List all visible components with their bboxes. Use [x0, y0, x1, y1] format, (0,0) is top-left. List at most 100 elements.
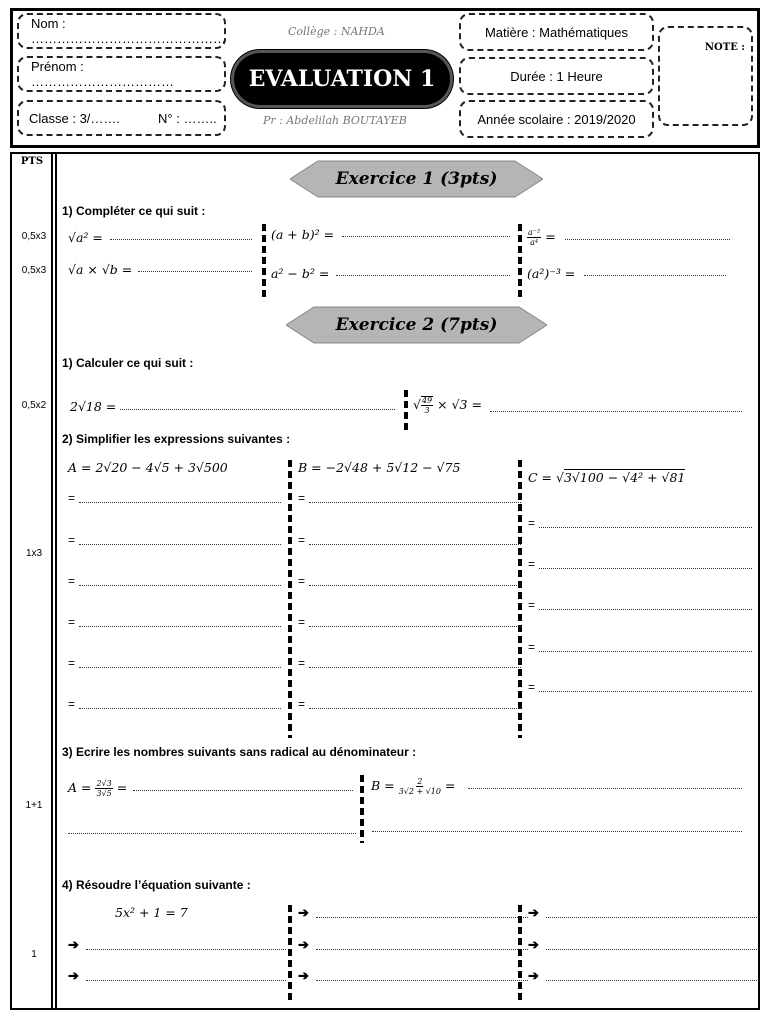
answer-line[interactable] [309, 625, 521, 627]
answer-line[interactable] [336, 274, 510, 276]
exprC-body: 3√100 − √4² + √81 [563, 469, 686, 485]
ex2-pts-q3: 1+1 [25, 800, 43, 811]
answer-line[interactable] [79, 707, 281, 709]
nom-label: Nom : ……………………………………… [31, 16, 226, 46]
answer-line[interactable] [468, 787, 742, 789]
exercise2-title: Exercice 2 (7pts) [335, 315, 498, 335]
equals-sign: = [68, 574, 76, 588]
answer-line[interactable] [316, 948, 528, 950]
answer-line[interactable] [110, 238, 252, 240]
header-frame [10, 8, 760, 148]
equals-sign: = [68, 615, 76, 629]
column-separator [518, 224, 522, 300]
column-separator [360, 775, 364, 843]
arrow-icon: ➔ [68, 937, 79, 952]
answer-line[interactable] [309, 666, 521, 668]
classe-field[interactable]: Classe : 3/……. N° : …….. [17, 100, 226, 136]
answer-line[interactable] [546, 979, 759, 981]
equals-sign: = [298, 533, 306, 547]
equals-sign: = [68, 533, 76, 547]
exercise2-banner: Exercice 2 (7pts) [286, 305, 547, 345]
answer-line[interactable] [372, 830, 742, 832]
answer-line[interactable] [309, 584, 521, 586]
duree-label: Durée : 1 Heure [510, 68, 603, 84]
exprC-head: C = [528, 470, 553, 485]
answer-line[interactable] [79, 584, 281, 586]
answer-line[interactable] [316, 979, 528, 981]
equals-sign: = [528, 598, 536, 612]
college-name: Collège : NAHDA [288, 25, 385, 38]
answer-line[interactable] [86, 979, 286, 981]
ex2-pts-q1: 0,5x2 [21, 400, 47, 411]
answer-line[interactable] [546, 948, 759, 950]
answer-line[interactable] [584, 274, 726, 276]
ex2-exprC: C = √3√100 − √4² + √81 [528, 469, 686, 485]
answer-line[interactable] [309, 501, 521, 503]
answer-line[interactable] [539, 526, 752, 528]
ex2-equation: 5x² + 1 = 7 [115, 905, 188, 920]
equals-sign: = [298, 656, 306, 670]
answer-line[interactable] [79, 501, 281, 503]
q3B-label: B = [371, 778, 395, 793]
pts-header: PTS [20, 156, 44, 167]
numero-label: N° : …….. [158, 110, 217, 126]
answer-line[interactable] [490, 410, 742, 412]
answer-line[interactable] [120, 408, 395, 410]
exercise1-title: Exercice 1 (3pts) [335, 169, 498, 189]
ex2-q2: 2) Simplifier les expressions suivantes … [62, 432, 291, 446]
column-separator [262, 224, 266, 300]
column-separator [288, 905, 292, 1003]
duree-field: Durée : 1 Heure [459, 57, 654, 95]
equals-sign: = [298, 697, 306, 711]
ex2-q1: 1) Calculer ce qui suit : [62, 356, 194, 370]
equals-sign: = [528, 557, 536, 571]
arrow-icon: ➔ [298, 937, 309, 952]
answer-line[interactable] [316, 916, 528, 918]
answer-line[interactable] [86, 948, 286, 950]
answer-line[interactable] [539, 567, 752, 569]
answer-line[interactable] [539, 650, 752, 652]
answer-line[interactable] [546, 916, 759, 918]
q3A-label: A = [68, 780, 92, 795]
equals-sign: = [68, 697, 76, 711]
ex1-r1c1: √a² = [68, 230, 103, 245]
answer-line[interactable] [309, 543, 521, 545]
prenom-field[interactable]: Prénom : …………………………… [17, 56, 226, 92]
pts-column-divider [51, 152, 57, 1010]
ex1-r1c2: (a + b)² = [271, 227, 335, 242]
answer-line[interactable] [79, 543, 281, 545]
ex2-q3: 3) Ecrire les nombres suivants sans radi… [62, 745, 417, 759]
ex1-pts-row1: 0,5x3 [21, 231, 47, 242]
answer-line[interactable] [79, 666, 281, 668]
answer-line[interactable] [68, 832, 356, 834]
ex2-calc1: 2√18 = [70, 399, 117, 414]
note-box[interactable]: NOTE : [658, 26, 753, 126]
ex2-q4: 4) Résoudre l’équation suivante : [62, 878, 251, 892]
answer-line[interactable] [342, 235, 510, 237]
answer-line[interactable] [565, 238, 730, 240]
answer-line[interactable] [539, 608, 752, 610]
denominator: 3√5 [96, 789, 112, 798]
column-separator [404, 390, 408, 432]
answer-line[interactable] [79, 625, 281, 627]
ex2-pts-q2: 1x3 [25, 548, 43, 559]
answer-line[interactable] [133, 789, 353, 791]
numerator: 49 [420, 396, 434, 406]
numerator: 2√3 [95, 779, 113, 789]
ex2-exprA: A = 2√20 − 4√5 + 3√500 [68, 460, 228, 475]
arrow-icon: ➔ [528, 937, 539, 952]
ex1-r2c1: √a × √b = [68, 262, 133, 277]
arrow-icon: ➔ [528, 968, 539, 983]
matiere-label: Matière : Mathématiques [484, 24, 629, 40]
equals-sign: = [528, 680, 536, 694]
equals-sign: = [444, 778, 456, 793]
arrow-icon: ➔ [528, 905, 539, 920]
answer-line[interactable] [539, 690, 752, 692]
nom-field[interactable]: Nom : ……………………………………… [17, 13, 226, 49]
answer-line[interactable] [309, 707, 521, 709]
answer-line[interactable] [138, 270, 252, 272]
